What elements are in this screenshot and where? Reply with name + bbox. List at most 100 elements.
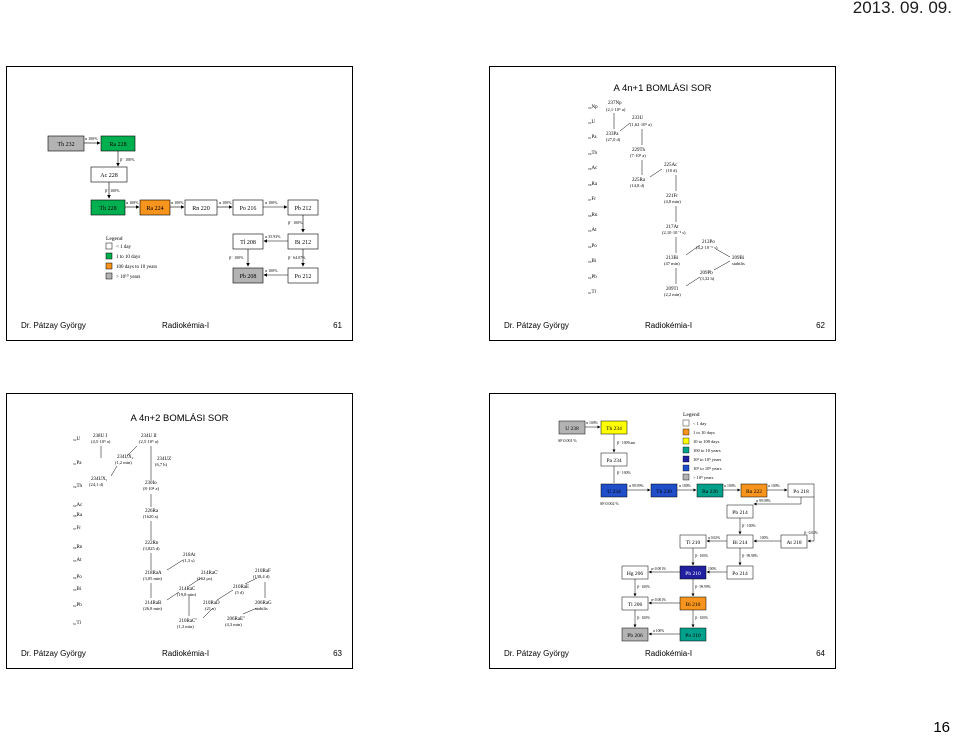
svg-text:(5 d): (5 d) (235, 590, 244, 595)
footer-course: Radiokémia-I (645, 649, 693, 658)
svg-text:(1,3 min): (1,3 min) (177, 624, 194, 630)
svg-text:209Pb: 209Pb (700, 271, 713, 276)
svg-text:233Pa: 233Pa (606, 132, 619, 137)
svg-text:206RaE'': 206RaE'' (227, 617, 245, 622)
svg-text:218RaA: 218RaA (145, 571, 162, 576)
svg-text:213Po: 213Po (702, 240, 715, 245)
svg-text:β⁻ 100%: β⁻ 100% (695, 616, 708, 620)
svg-text:α 99.99%: α 99.99% (629, 484, 644, 488)
svg-text:Tl 210: Tl 210 (686, 540, 701, 546)
svg-text:209Tl: 209Tl (666, 287, 679, 292)
svg-text:210RaE: 210RaE (233, 585, 249, 590)
svg-text:(4,5·10⁹ a): (4,5·10⁹ a) (91, 439, 111, 445)
svg-text:Ac 228: Ac 228 (100, 173, 118, 179)
svg-text:α<0.001%: α<0.001% (651, 567, 666, 571)
svg-text:(2,5·10⁵ a): (2,5·10⁵ a) (139, 439, 159, 445)
svg-text:Po 214: Po 214 (732, 571, 748, 577)
svg-text:Th 234: Th 234 (606, 426, 622, 432)
svg-text:229Th: 229Th (632, 148, 646, 153)
svg-text:(14,8 d): (14,8 d) (630, 183, 645, 189)
svg-text:10³ to 10⁵ years: 10³ to 10⁵ years (693, 457, 722, 462)
svg-text:< 1 day: < 1 day (116, 245, 132, 250)
svg-text:₈₇Fr: ₈₇Fr (73, 526, 81, 531)
svg-text:225Ra: 225Ra (632, 178, 646, 183)
svg-text:(24,1 d): (24,1 d) (89, 482, 104, 488)
svg-text:₈₄Po: ₈₄Po (73, 575, 82, 580)
svg-text:225Ac: 225Ac (664, 163, 678, 168)
svg-text:β⁻ 0.02%: β⁻ 0.02% (804, 531, 818, 535)
svg-text:₉₃Np: ₉₃Np (588, 105, 598, 110)
svg-text:221Fr: 221Fr (666, 194, 678, 199)
svg-text:234UX₁: 234UX₁ (91, 477, 108, 482)
svg-text:100%: 100% (708, 567, 716, 571)
svg-text:(6,7 h): (6,7 h) (155, 462, 167, 468)
svg-text:(1,62·10⁵ a): (1,62·10⁵ a) (630, 122, 652, 128)
svg-text:Po 218: Po 218 (793, 489, 809, 495)
svg-text:β⁻ 64.07%: β⁻ 64.07% (288, 255, 306, 260)
svg-text:β⁻ 100%: β⁻ 100% (120, 157, 135, 162)
svg-text:₈₈Ra: ₈₈Ra (588, 182, 598, 187)
svg-text:β⁻ 100%: β⁻ 100% (695, 554, 708, 558)
svg-text:Bi 212: Bi 212 (295, 240, 311, 246)
svg-text:₈₃Bi: ₈₃Bi (73, 587, 82, 592)
svg-text:Th 232: Th 232 (57, 142, 74, 148)
svg-text:Bi 210: Bi 210 (686, 602, 701, 608)
uranium-238-decay-chain-diagram: U 238 SF:0.001 % α 100% Th 234 β⁻ 100%sm… (558, 412, 818, 642)
svg-text:Rn 222: Rn 222 (746, 489, 762, 495)
svg-text:(47 min): (47 min) (664, 261, 680, 266)
footer-author: Dr. Pátzay György (21, 649, 86, 658)
svg-text:α 100%: α 100% (679, 484, 692, 488)
svg-text:₉₀Th: ₉₀Th (73, 484, 83, 489)
svg-text:₈₆Rn: ₈₆Rn (73, 545, 83, 550)
svg-text:α<0.001%: α<0.001% (651, 598, 666, 602)
svg-text:Hg 206: Hg 206 (627, 571, 644, 577)
svg-text:(2,10·10⁻² s): (2,10·10⁻² s) (662, 230, 686, 236)
slide-number: 61 (333, 321, 342, 330)
svg-text:Bi 214: Bi 214 (733, 540, 748, 546)
slide-number: 64 (816, 649, 825, 658)
svg-text:210RaC'': 210RaC'' (179, 619, 197, 624)
svg-text:U 238: U 238 (565, 426, 579, 432)
svg-text:(3,05 min): (3,05 min) (143, 576, 162, 582)
footer-author: Dr. Pátzay György (21, 321, 86, 330)
svg-text:217At: 217At (666, 225, 679, 230)
svg-text:(138,4 d): (138,4 d) (253, 574, 270, 580)
svg-text:Po 212: Po 212 (295, 274, 312, 280)
svg-text:(4,3 min): (4,3 min) (225, 622, 242, 628)
svg-text:₈₈Ra: ₈₈Ra (73, 513, 83, 518)
svg-text:100%: 100% (760, 536, 768, 540)
svg-text:stabilis: stabilis (255, 606, 268, 611)
svg-text:₉₁Pa: ₉₁Pa (588, 135, 597, 140)
svg-text:(1620 a): (1620 a) (143, 514, 159, 519)
svg-text:β⁻ 100%: β⁻ 100% (637, 616, 650, 620)
svg-text:α 100%: α 100% (768, 484, 781, 488)
svg-text:214RaC': 214RaC' (201, 571, 218, 576)
svg-text:α 100%: α 100% (171, 200, 184, 205)
svg-text:β⁻ 100%: β⁻ 100% (617, 471, 632, 475)
svg-text:Legend: Legend (106, 236, 123, 242)
svg-text:210RaF: 210RaF (255, 569, 271, 574)
svg-text:(2,1·10⁶ a): (2,1·10⁶ a) (606, 107, 626, 113)
svg-text:β⁻ 100%: β⁻ 100% (637, 585, 650, 589)
svg-text:Ra 226: Ra 226 (702, 489, 718, 495)
svg-text:Th 230: Th 230 (656, 489, 672, 495)
footer-course: Radiokémia-I (162, 649, 210, 658)
svg-text:₉₂U: ₉₂U (73, 437, 80, 442)
svg-text:α 0.02%: α 0.02% (708, 536, 720, 540)
svg-text:Rn 220: Rn 220 (192, 206, 210, 212)
footer-course: Radiokémia-I (645, 321, 693, 330)
svg-text:₈₁Tl: ₈₁Tl (588, 290, 597, 295)
footer-course: Radiokémia-I (162, 321, 210, 330)
footer-author: Dr. Pátzay György (504, 649, 569, 658)
svg-text:α 99.98%: α 99.98% (756, 499, 771, 503)
svg-text:β⁻ 100%sm: β⁻ 100%sm (617, 441, 635, 445)
svg-text:< 1 day: < 1 day (693, 421, 707, 426)
svg-text:234UZ: 234UZ (157, 457, 171, 462)
svg-text:(3,32 h): (3,32 h) (700, 276, 715, 282)
thorium-decay-chain-diagram: Th 232 Ra 228 α 100% β⁻ 100% Ac 228 β⁻ 1… (47, 135, 319, 284)
svg-text:Po 216: Po 216 (240, 206, 257, 212)
svg-text:10⁵ to 10⁹ years: 10⁵ to 10⁹ years (693, 466, 722, 471)
